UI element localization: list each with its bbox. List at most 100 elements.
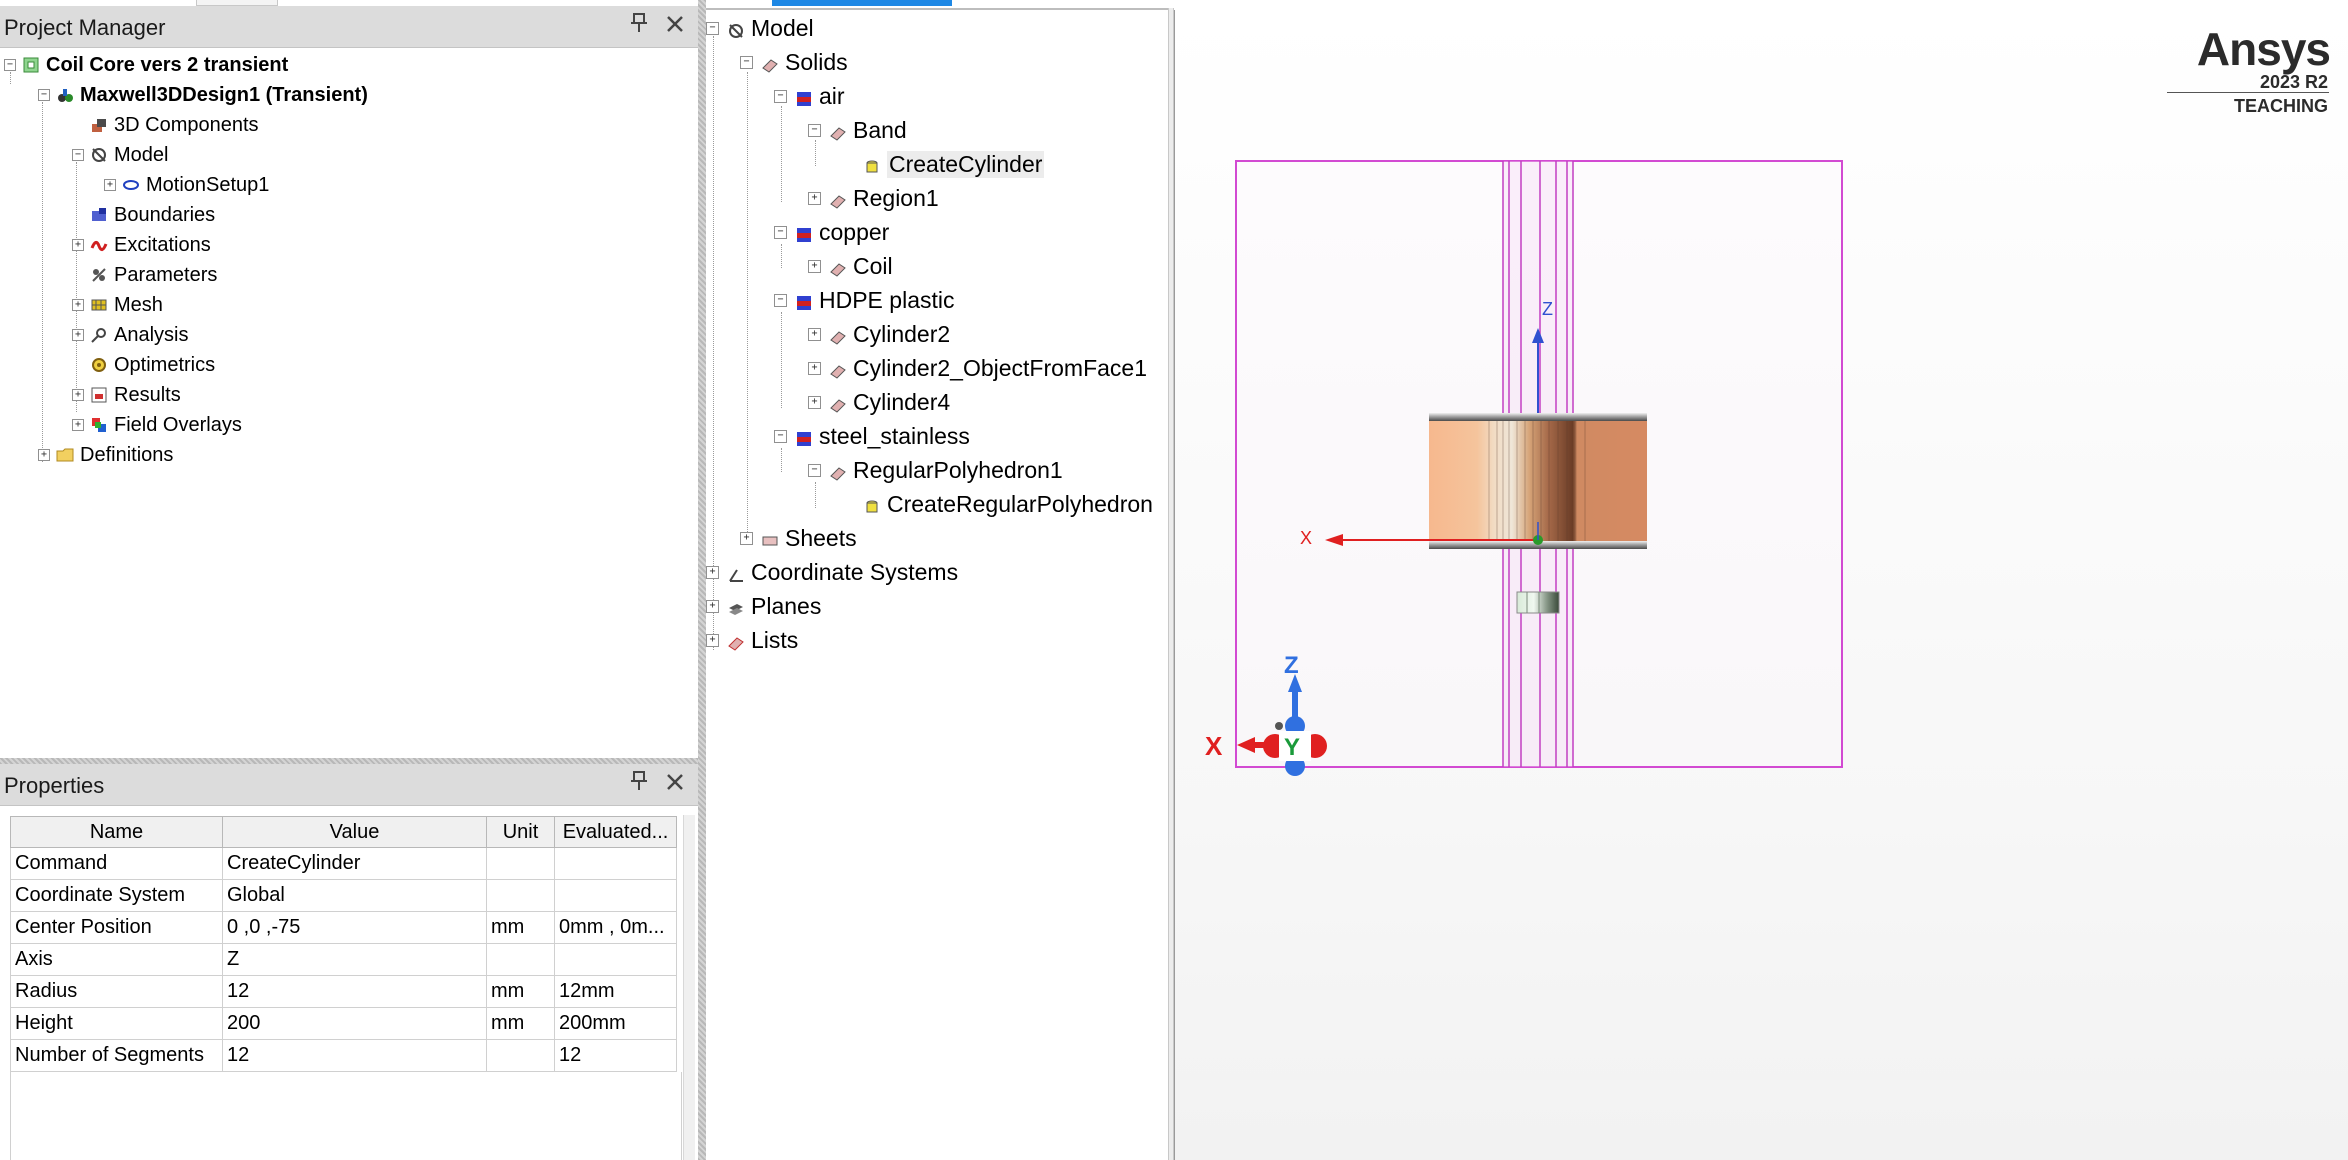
- tree-item-project[interactable]: − Coil Core vers 2 transient: [4, 50, 288, 80]
- collapse-toggle[interactable]: −: [808, 463, 821, 477]
- tree-item-mesh[interactable]: + Mesh: [72, 290, 163, 320]
- tree-item-planes[interactable]: + Planes: [706, 590, 821, 622]
- tree-item-3d-components[interactable]: 3D Components: [72, 110, 259, 140]
- panel-separator[interactable]: [1168, 8, 1174, 1160]
- collapse-toggle[interactable]: −: [808, 123, 821, 137]
- expand-toggle[interactable]: +: [706, 633, 719, 647]
- coil-body[interactable]: [1429, 421, 1647, 541]
- property-value[interactable]: CreateCylinder: [222, 847, 487, 880]
- tree-item-coordinate-systems[interactable]: + Coordinate Systems: [706, 556, 958, 588]
- expand-toggle[interactable]: +: [72, 299, 84, 311]
- property-value[interactable]: 12: [222, 1039, 487, 1072]
- expand-toggle[interactable]: +: [808, 259, 821, 273]
- collapse-toggle[interactable]: −: [706, 21, 719, 35]
- tree-item-steel-stainless[interactable]: − steel_stainless: [774, 420, 970, 452]
- expand-toggle[interactable]: +: [706, 565, 719, 579]
- tree-item-coil[interactable]: + Coil: [808, 250, 893, 282]
- tree-item-create-cylinder[interactable]: CreateCylinder: [842, 148, 1045, 180]
- active-tab-indicator[interactable]: [772, 0, 952, 6]
- pin-icon[interactable]: [624, 770, 654, 800]
- properties-scrollbar[interactable]: [683, 815, 695, 1160]
- tree-label: Cylinder2: [853, 320, 951, 347]
- property-value[interactable]: 12: [222, 975, 487, 1008]
- column-header-unit[interactable]: Unit: [486, 816, 555, 848]
- modeler-3d-view[interactable]: Ansys 2023 R2 TEACHING: [1174, 10, 2348, 1160]
- tree-item-cylinder4[interactable]: + Cylinder4: [808, 386, 950, 418]
- x-axis-label: X: [1300, 528, 1312, 548]
- expand-toggle[interactable]: +: [808, 191, 821, 205]
- tree-item-band[interactable]: − Band: [808, 114, 907, 146]
- toolbar-tab-stub[interactable]: [196, 0, 278, 6]
- maxwell-design-icon: [56, 86, 74, 104]
- tree-item-results[interactable]: + Results: [72, 380, 181, 410]
- tree-item-analysis[interactable]: + Analysis: [72, 320, 188, 350]
- tree-item-model[interactable]: − Model: [72, 140, 168, 170]
- tree-label-selected: CreateCylinder: [887, 150, 1045, 178]
- collapse-toggle[interactable]: −: [4, 59, 16, 71]
- collapse-toggle[interactable]: −: [72, 149, 84, 161]
- tree-item-excitations[interactable]: + Excitations: [72, 230, 211, 260]
- property-value[interactable]: Global: [222, 879, 487, 912]
- tree-label: Planes: [751, 592, 822, 619]
- version-label: 2023 R2: [2259, 72, 2328, 92]
- expand-toggle[interactable]: +: [38, 449, 50, 461]
- close-icon[interactable]: [660, 12, 690, 42]
- expand-toggle[interactable]: +: [808, 395, 821, 409]
- collapse-toggle[interactable]: −: [774, 89, 787, 103]
- modeler-top-border: [706, 8, 1168, 10]
- column-header-name[interactable]: Name: [10, 816, 223, 848]
- tree-item-motion-setup[interactable]: + MotionSetup1: [104, 170, 269, 200]
- column-header-value[interactable]: Value: [222, 816, 487, 848]
- model-tree-panel: − Model − Solids − air − Band: [706, 10, 1168, 1160]
- expand-toggle[interactable]: +: [104, 179, 116, 191]
- expand-toggle[interactable]: +: [72, 329, 84, 341]
- expand-toggle[interactable]: +: [72, 389, 84, 401]
- tree-label: copper: [819, 218, 890, 245]
- expand-toggle[interactable]: +: [72, 239, 84, 251]
- orientation-triad[interactable]: X Z Y: [1205, 652, 1327, 776]
- tree-item-model[interactable]: − Model: [706, 12, 814, 44]
- collapse-toggle[interactable]: −: [774, 225, 787, 239]
- tree-item-lists[interactable]: + Lists: [706, 624, 798, 656]
- regular-polyhedron[interactable]: [1516, 591, 1560, 614]
- tree-item-boundaries[interactable]: Boundaries: [72, 200, 215, 230]
- tree-item-field-overlays[interactable]: + Field Overlays: [72, 410, 242, 440]
- close-icon[interactable]: [660, 770, 690, 800]
- tree-item-region1[interactable]: + Region1: [808, 182, 939, 214]
- tree-item-cylinder2[interactable]: + Cylinder2: [808, 318, 950, 350]
- collapse-toggle[interactable]: −: [774, 429, 787, 443]
- tree-item-hdpe-plastic[interactable]: − HDPE plastic: [774, 284, 954, 316]
- collapse-toggle[interactable]: −: [740, 55, 753, 69]
- tree-item-parameters[interactable]: Parameters: [72, 260, 217, 290]
- collapse-toggle[interactable]: −: [774, 293, 787, 307]
- project-manager-title: Project Manager: [4, 15, 166, 40]
- tree-item-sheets[interactable]: + Sheets: [740, 522, 857, 554]
- tree-item-regular-polyhedron1[interactable]: − RegularPolyhedron1: [808, 454, 1063, 486]
- expand-toggle[interactable]: +: [72, 419, 84, 431]
- tree-item-air[interactable]: − air: [774, 80, 845, 112]
- coil-top-rim: [1429, 413, 1647, 421]
- tree-item-design[interactable]: − Maxwell3DDesign1 (Transient): [38, 80, 368, 110]
- tree-item-definitions[interactable]: + Definitions: [38, 440, 173, 470]
- property-value[interactable]: 200: [222, 1007, 487, 1040]
- tree-item-cylinder2-face[interactable]: + Cylinder2_ObjectFromFace1: [808, 352, 1147, 384]
- model-scene[interactable]: Z X: [1175, 10, 2348, 1160]
- property-value[interactable]: Z: [222, 943, 487, 976]
- pin-icon[interactable]: [624, 12, 654, 42]
- tree-item-solids[interactable]: − Solids: [740, 46, 848, 78]
- expand-toggle[interactable]: +: [740, 531, 753, 545]
- vertical-splitter[interactable]: [698, 0, 706, 1160]
- tree-item-copper[interactable]: − copper: [774, 216, 889, 248]
- property-name: Center Position: [10, 911, 223, 944]
- solid-icon: [829, 325, 847, 345]
- expand-toggle[interactable]: +: [808, 327, 821, 341]
- tree-item-create-regular-polyhedron[interactable]: CreateRegularPolyhedron: [842, 488, 1153, 520]
- expand-toggle[interactable]: +: [808, 361, 821, 375]
- column-header-evaluated[interactable]: Evaluated...: [554, 816, 677, 848]
- property-unit: mm: [486, 911, 555, 944]
- property-value[interactable]: 0 ,0 ,-75: [222, 911, 487, 944]
- tree-item-optimetrics[interactable]: Optimetrics: [72, 350, 215, 380]
- expand-toggle[interactable]: +: [706, 599, 719, 613]
- collapse-toggle[interactable]: −: [38, 89, 50, 101]
